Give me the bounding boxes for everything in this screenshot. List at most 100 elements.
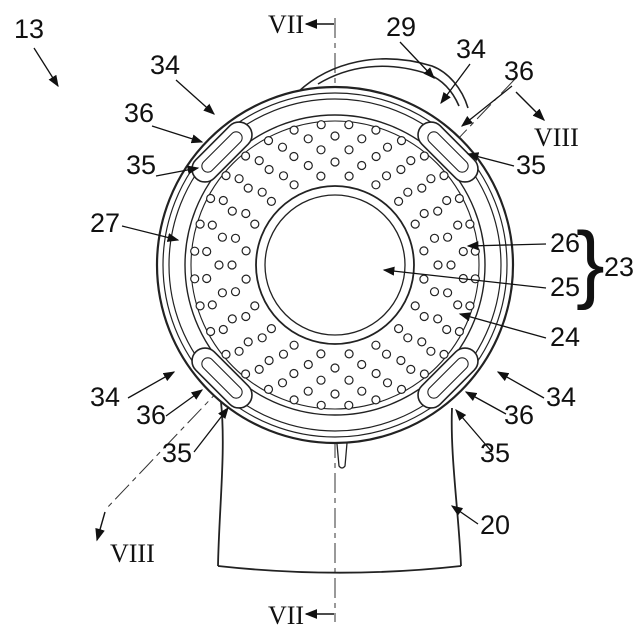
perforation-hole bbox=[396, 384, 407, 394]
perforation-hole bbox=[207, 300, 217, 310]
leader-27 bbox=[121, 225, 180, 242]
leader-25 bbox=[382, 266, 547, 289]
perforation-hole bbox=[289, 151, 299, 162]
perforation-hole bbox=[227, 260, 237, 270]
perforation-hole bbox=[396, 164, 406, 175]
perforation-hole bbox=[303, 160, 313, 171]
perforation-hole bbox=[371, 395, 381, 405]
part-label-23: 23 bbox=[604, 252, 634, 282]
perforation-hole bbox=[371, 368, 381, 379]
perforation-hole bbox=[303, 134, 313, 144]
perforation-hole bbox=[439, 171, 449, 181]
perforation-hole bbox=[278, 349, 289, 359]
leader-34-top-right bbox=[440, 63, 471, 105]
perforation-hole bbox=[230, 287, 241, 297]
perforation-hole bbox=[330, 131, 340, 141]
perforation-hole bbox=[410, 301, 420, 311]
leader-35-top-right bbox=[466, 152, 515, 167]
perforation-hole bbox=[357, 134, 367, 144]
perforation-hole bbox=[419, 246, 429, 256]
leader-36-bottom-right bbox=[464, 391, 507, 415]
leader-24 bbox=[458, 312, 547, 339]
leader-35-bottom-left bbox=[193, 406, 229, 453]
perforation-hole bbox=[371, 180, 381, 190]
perforation-hole bbox=[344, 171, 354, 181]
part-label-29: 29 bbox=[386, 12, 416, 42]
perforation-hole bbox=[190, 246, 200, 256]
leader-13 bbox=[33, 47, 59, 88]
perforation-hole bbox=[433, 206, 443, 216]
perforation-hole bbox=[234, 174, 244, 184]
section-arrow-viii-bottom-left bbox=[95, 511, 106, 542]
perforation-hole bbox=[266, 196, 276, 206]
perforation-hole bbox=[277, 142, 288, 152]
part-label-36-bottom-left: 36 bbox=[136, 400, 166, 430]
perforation-hole bbox=[263, 136, 274, 146]
brace-23: } bbox=[576, 215, 605, 311]
perforation-hole bbox=[419, 274, 429, 284]
perforation-hole bbox=[303, 386, 313, 396]
perforation-hole bbox=[330, 389, 340, 399]
perforation-hole bbox=[394, 324, 404, 334]
perforation-hole bbox=[371, 151, 381, 162]
perforation-hole bbox=[443, 288, 453, 298]
perforation-hole bbox=[254, 364, 264, 374]
perforation-hole bbox=[264, 164, 274, 175]
perforation-hole bbox=[227, 314, 237, 324]
perforation-hole bbox=[446, 260, 456, 270]
central-opening bbox=[255, 185, 415, 345]
mounting-slot-bottom-left bbox=[191, 347, 253, 409]
perforation-hole bbox=[289, 340, 299, 350]
perforation-hole bbox=[330, 157, 340, 167]
perforation-hole bbox=[442, 324, 452, 335]
perforation-hole bbox=[250, 219, 260, 229]
perforation-hole bbox=[470, 246, 480, 256]
perforation-hole bbox=[344, 145, 354, 155]
perforation-hole bbox=[316, 400, 326, 410]
perforation-hole bbox=[243, 183, 253, 193]
part-label-34-bottom-right: 34 bbox=[546, 382, 576, 412]
perforation-hole bbox=[316, 375, 326, 385]
perforation-hole bbox=[241, 311, 251, 322]
perforation-hole bbox=[419, 208, 429, 219]
perforation-hole bbox=[382, 142, 393, 152]
perforation-hole bbox=[330, 363, 340, 373]
perforation-hole bbox=[417, 337, 427, 347]
section-label-vii-bottom: VII bbox=[268, 601, 304, 630]
top-flange-outline bbox=[297, 58, 469, 109]
leader-36-top-left bbox=[151, 125, 204, 144]
perforation-hole bbox=[263, 384, 274, 394]
perforation-hole bbox=[250, 301, 260, 311]
perforation-hole bbox=[403, 333, 413, 343]
part-label-25: 25 bbox=[550, 272, 580, 302]
leader-29 bbox=[399, 41, 435, 79]
perforation-hole bbox=[289, 395, 299, 405]
leader-36-top-right bbox=[460, 85, 513, 127]
perforation-hole bbox=[316, 120, 326, 130]
perforation-hole bbox=[257, 187, 267, 197]
part-label-26: 26 bbox=[550, 228, 580, 258]
perforation-hole bbox=[465, 301, 475, 311]
perforation-hole bbox=[217, 232, 227, 242]
leader-34-bottom-left bbox=[127, 371, 176, 399]
perforation-hole bbox=[381, 171, 392, 181]
figure-number-label: 13 bbox=[14, 14, 44, 44]
part-label-34-bottom-left: 34 bbox=[90, 382, 120, 412]
perforation-hole bbox=[465, 219, 475, 229]
perforation-hole bbox=[227, 206, 237, 216]
perforation-hole bbox=[257, 333, 267, 343]
perforation-hole bbox=[202, 273, 212, 284]
perforation-hole bbox=[396, 355, 406, 366]
leader-35-top-left bbox=[155, 165, 200, 177]
perforation-hole bbox=[381, 349, 392, 359]
perforation-hole bbox=[218, 324, 228, 335]
leader-34-bottom-right bbox=[496, 371, 545, 399]
part-label-27: 27 bbox=[90, 208, 120, 238]
perforation-hole bbox=[190, 274, 200, 284]
part-label-36-bottom-right: 36 bbox=[504, 400, 534, 430]
perforation-hole bbox=[433, 260, 443, 270]
perforation-hole bbox=[230, 233, 241, 243]
section-label-viii-bottom-left: VIII bbox=[110, 539, 155, 568]
leader-26 bbox=[466, 241, 547, 251]
leader-34-top-left bbox=[175, 79, 215, 115]
